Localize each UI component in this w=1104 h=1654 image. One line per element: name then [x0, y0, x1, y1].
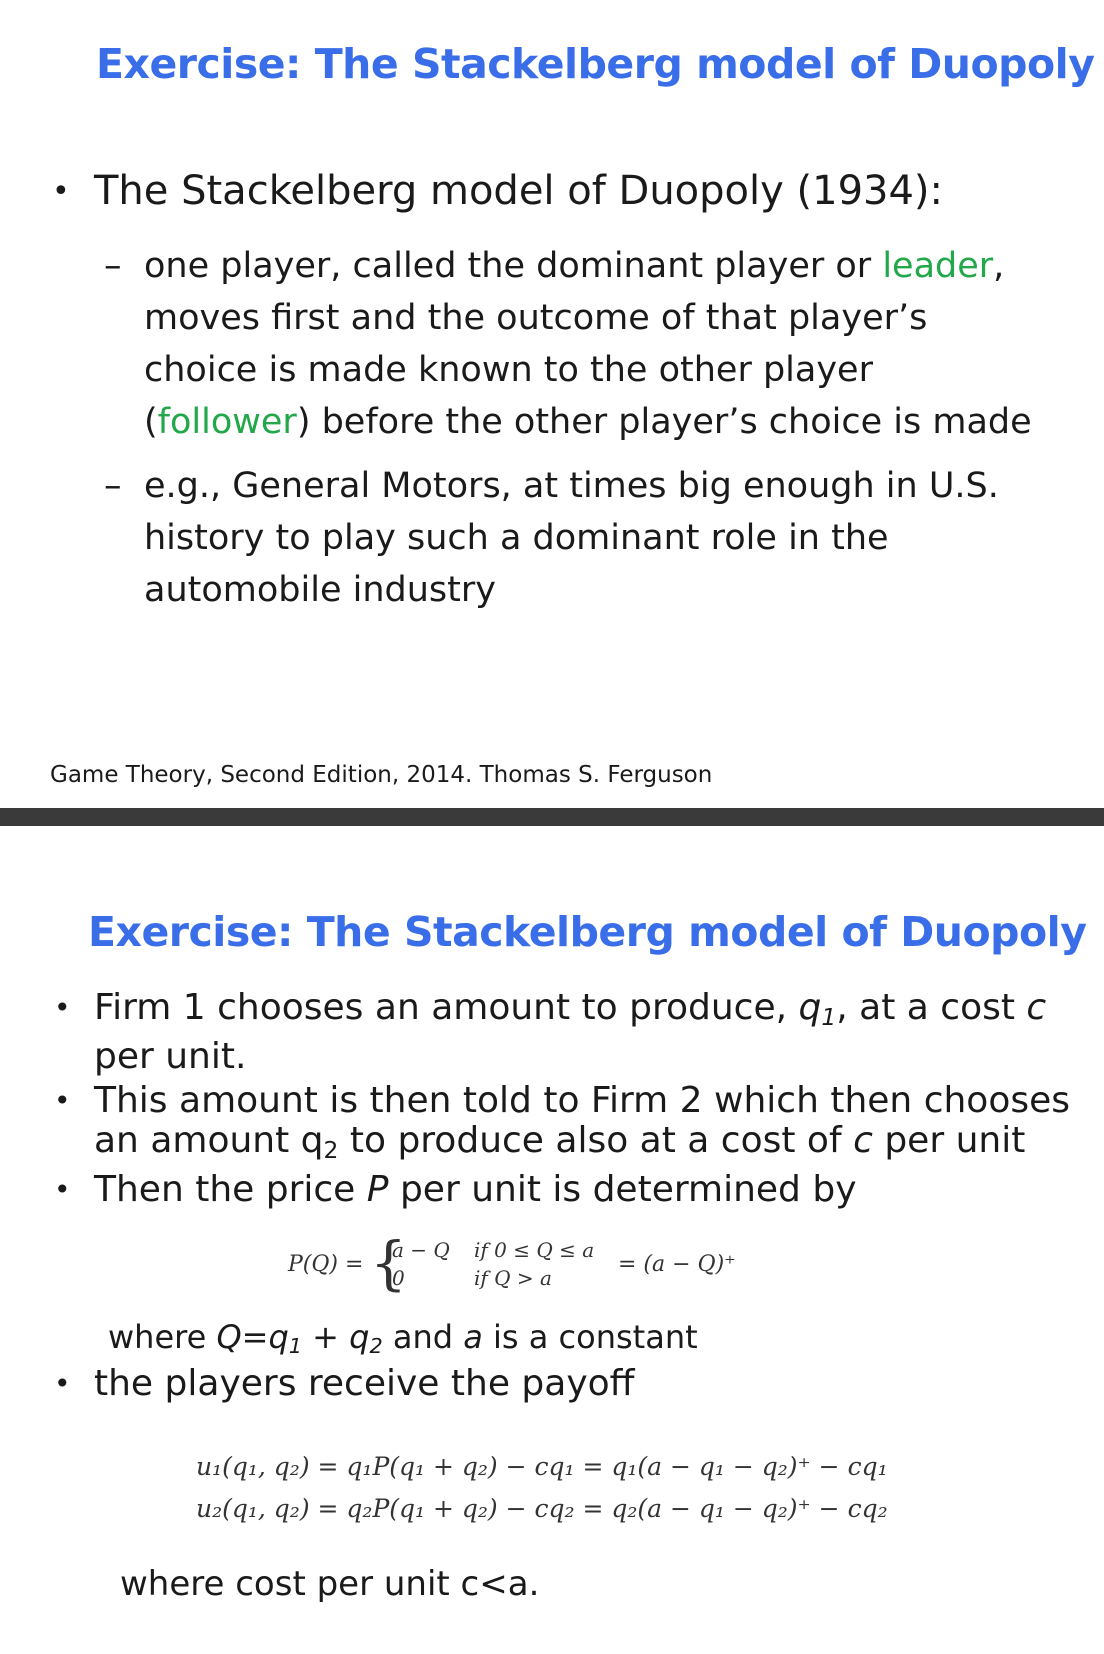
- bullet-marker: •: [54, 1367, 71, 1400]
- sub1-line1-text: one player, called the dominant player o…: [144, 246, 883, 286]
- firm2-line1: This amount is then told to Firm 2 which…: [94, 1080, 1071, 1121]
- slide-2-title: Exercise: The Stackelberg model of Duopo…: [88, 908, 1087, 956]
- formula-price-lhs: P(Q) =: [288, 1252, 364, 1277]
- cases-brace: {: [370, 1229, 407, 1297]
- bullet-marker: •: [54, 1173, 71, 1206]
- var-a: a: [463, 1318, 483, 1356]
- bullet-text: Then the price P per unit is determined …: [94, 1170, 857, 1210]
- q1-subscript: 1: [288, 1334, 302, 1359]
- firm2-text-2: to produce also at a cost of: [338, 1120, 854, 1161]
- var-c: c: [1026, 987, 1047, 1028]
- follower-term: follower: [157, 402, 297, 442]
- var-c: c: [853, 1120, 873, 1161]
- slide-2: Exercise: The Stackelberg model of Duopo…: [0, 826, 1104, 1654]
- sub1-line2: moves first and the outcome of that play…: [144, 298, 928, 338]
- price-text: Then the price: [94, 1169, 367, 1210]
- dash-marker: –: [104, 246, 122, 286]
- citation: Game Theory, Second Edition, 2014. Thoma…: [50, 762, 713, 788]
- firm1-line1: Firm 1 chooses an amount to produce, q1,…: [94, 988, 1046, 1037]
- var-q-subscript: 1: [821, 1002, 837, 1031]
- paren-open: (: [144, 402, 158, 442]
- sub1-line3: choice is made known to the other player: [144, 350, 873, 390]
- firm1-text: Firm 1 chooses an amount to produce,: [94, 987, 799, 1028]
- sub1-line4: (follower) before the other player’s cho…: [104, 396, 1084, 448]
- slide-1-title: Exercise: The Stackelberg model of Duopo…: [96, 40, 1095, 88]
- sub2-line3: automobile industry: [144, 570, 496, 610]
- bullet-text: The Stackelberg model of Duopoly (1934):: [94, 168, 944, 214]
- var-q: q: [798, 987, 822, 1028]
- sub1-line1-comma: ,: [993, 246, 1005, 286]
- bullet-marker: •: [52, 174, 70, 209]
- sub-bullet-example: – e.g., General Motors, at times big eno…: [104, 460, 1084, 616]
- price-text-2: per unit is determined by: [388, 1169, 857, 1210]
- where-q-definition: where Q=q1 + q2 and a is a constant: [108, 1318, 698, 1358]
- bullet-marker: •: [54, 991, 71, 1024]
- formula-case1-expr: a − Q: [392, 1238, 450, 1262]
- leader-term: leader: [882, 246, 994, 286]
- sub2-line2: history to play such a dominant role in …: [144, 518, 889, 558]
- payoff-u2: u₂(q₁, q₂) = q₂P(q₁ + q₂) − cq₂ = q₂(a −…: [196, 1494, 888, 1523]
- firm2-text-3: per unit: [872, 1120, 1026, 1161]
- firm1-line2: per unit.: [94, 1035, 247, 1077]
- bullet-text: Firm 1 chooses an amount to produce, q1,…: [94, 988, 1046, 1077]
- formula-case2-expr: 0: [392, 1266, 405, 1290]
- formula-case1-cond: if 0 ≤ Q ≤ a: [474, 1238, 595, 1262]
- slide-1: Exercise: The Stackelberg model of Duopo…: [0, 0, 1104, 808]
- var-p: P: [366, 1169, 389, 1210]
- sub-bullet-leader: – one player, called the dominant player…: [104, 240, 1084, 448]
- formula-price-rhs: = (a − Q)⁺: [618, 1252, 736, 1277]
- firm1-text-2: , at a cost: [836, 987, 1027, 1028]
- bullet-text: the players receive the payoff: [94, 1363, 635, 1404]
- sub1-line1: one player, called the dominant player o…: [104, 240, 1084, 292]
- firm2-text: an amount q: [94, 1120, 324, 1161]
- q2-subscript: 2: [323, 1135, 339, 1164]
- bullet-marker: •: [54, 1084, 71, 1117]
- sub1-line4-text: ) before the other player’s choice is ma…: [296, 402, 1032, 442]
- where-cost: where cost per unit c<a.: [120, 1564, 540, 1604]
- q-plus: + q: [302, 1318, 370, 1356]
- where-text: where: [108, 1318, 217, 1356]
- payoff-u1: u₁(q₁, q₂) = q₁P(q₁ + q₂) − cq₁ = q₁(a −…: [196, 1452, 888, 1481]
- slide-divider: [0, 808, 1104, 826]
- constant-text: is a constant: [482, 1318, 698, 1356]
- dash-marker: –: [104, 466, 122, 506]
- q2-subscript: 2: [369, 1334, 383, 1359]
- sub2-line1: e.g., General Motors, at times big enoug…: [144, 466, 999, 506]
- firm2-line2: an amount q2 to produce also at a cost o…: [94, 1121, 1070, 1170]
- formula-case2-cond: if Q > a: [474, 1266, 552, 1290]
- q-expr: Q=q: [216, 1318, 289, 1356]
- bullet-text: This amount is then told to Firm 2 which…: [94, 1081, 1070, 1170]
- and-text: and: [382, 1318, 464, 1356]
